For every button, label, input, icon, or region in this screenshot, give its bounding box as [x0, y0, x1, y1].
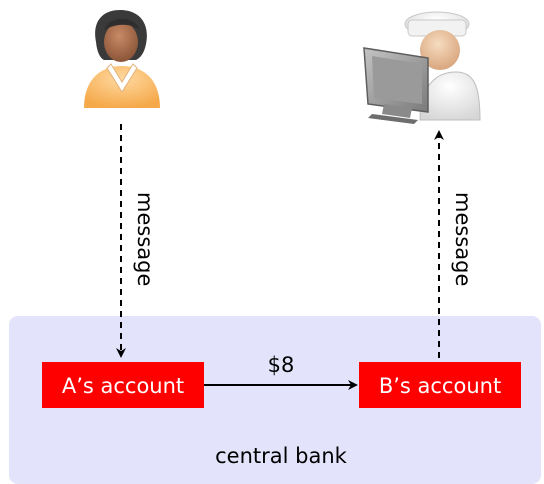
account-a-label: A’s account — [62, 374, 184, 398]
central-bank-label: central bank — [215, 444, 348, 468]
businesswoman-icon — [84, 10, 160, 108]
account-a-box — [42, 362, 204, 408]
account-b-box — [359, 362, 521, 408]
central-bank-box — [9, 316, 541, 484]
message-label-right: message — [451, 192, 475, 286]
clerk-at-computer-icon — [363, 11, 481, 124]
transfer-amount-label: $8 — [268, 353, 295, 377]
message-label-left: message — [133, 192, 157, 286]
account-b-label: B’s account — [379, 374, 501, 398]
